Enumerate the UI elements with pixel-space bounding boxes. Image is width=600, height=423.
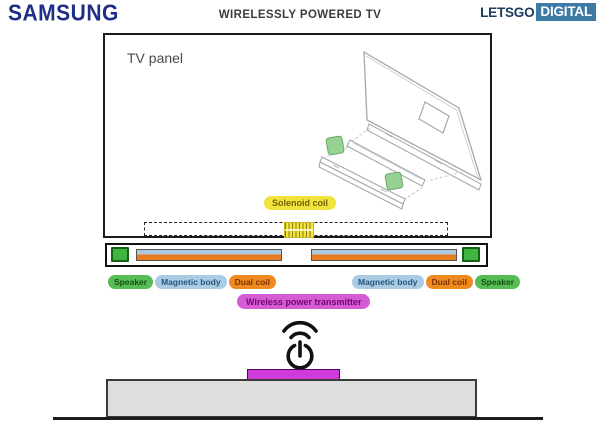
speaker-chip-right [384,171,404,191]
letsgo-logo-text: LETSGO [480,4,535,20]
speaker-block-right [462,247,480,262]
samsung-logo: SAMSUNG [8,1,119,26]
coil-bar-left [136,249,282,261]
floor-line [53,417,543,420]
label-dualcoil-left: Dual coil [228,275,277,289]
tv-bottom-bezel [366,123,482,191]
tv-3d-drawing [318,50,483,210]
exploded-guide-lines [323,127,463,200]
soundbar-upper [346,139,426,187]
speaker-chip-left [325,135,345,156]
wireless-power-transmitter-label: Wireless power transmitter [237,294,371,309]
label-magnetic-right: Magnetic body [352,275,424,289]
letsgo-digital-logo: LETSGO DIGITAL [480,3,596,21]
labels-right-group: Magnetic body Dual coil Speaker [352,275,521,289]
speaker-coil-assembly [105,243,488,267]
solenoid-coil-region [144,222,448,238]
wireless-power-icon [282,320,318,370]
label-speaker-left: Speaker [108,275,154,289]
solenoid-coil-label: Solenoid coil [264,196,337,210]
solenoid-coil-hatch [284,222,314,238]
table-pedestal [106,379,477,418]
page-title: WIRELESSLY POWERED TV [218,9,382,21]
tv-panel-label: TV panel [127,50,184,66]
coil-bar-right [311,249,457,261]
labels-left-group: Speaker Magnetic body Dual coil [108,275,277,289]
tv-component-board [418,101,450,134]
tv-panel-diagram-box: TV panel S [103,33,492,238]
label-dualcoil-right: Dual coil [425,275,473,289]
digital-logo-badge: DIGITAL [536,3,596,21]
label-magnetic-left: Magnetic body [155,275,227,289]
label-speaker-right: Speaker [474,275,521,289]
speaker-block-left [111,247,129,262]
soundbar-lower [318,156,406,210]
